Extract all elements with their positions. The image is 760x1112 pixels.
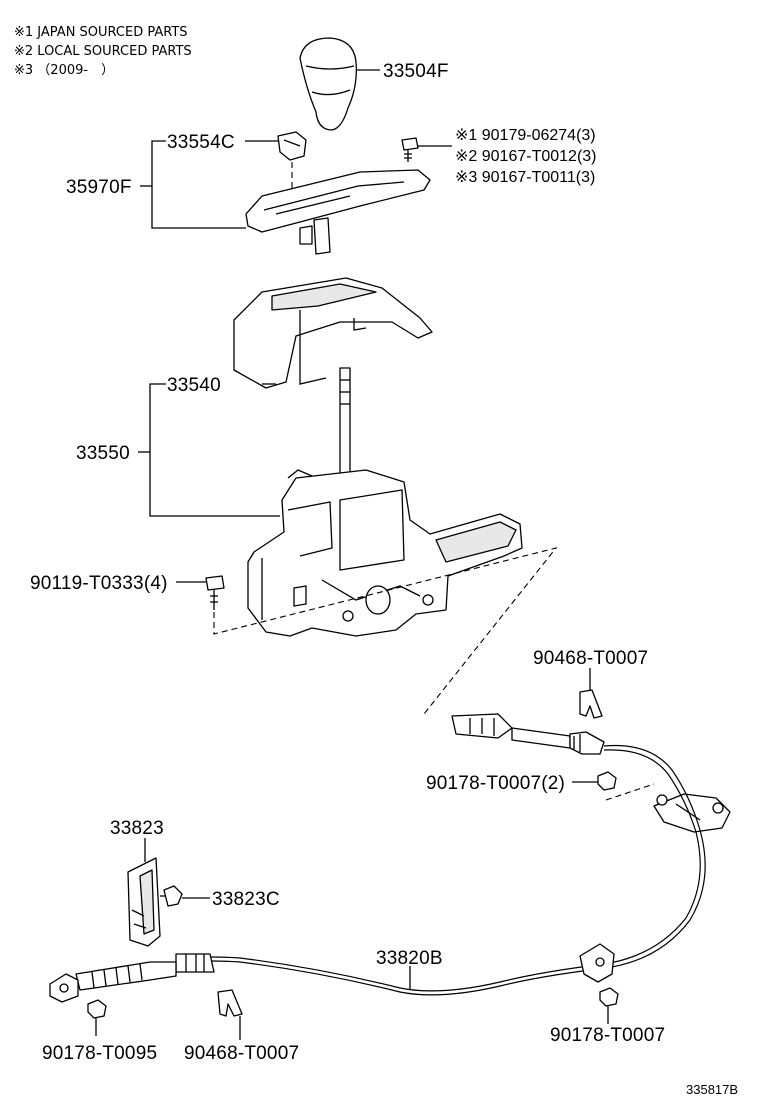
shift-cover	[233, 277, 433, 389]
nut-upper	[597, 771, 617, 791]
cable-bracket-left	[127, 857, 161, 947]
note-japan: ※1 JAPAN SOURCED PARTS	[14, 25, 188, 40]
callout-bolt: 90119-T0333(4)	[30, 573, 168, 594]
cable-end-lower	[49, 953, 215, 1003]
callout-knob: 33504F	[383, 61, 449, 82]
callout-screw-japan: ※1 90179-06274(3)	[455, 127, 596, 144]
screw	[401, 137, 419, 162]
shift-lever	[339, 367, 351, 489]
dash-nut-upper	[605, 783, 655, 801]
cable-clip-lower	[217, 989, 243, 1017]
bracket-bezel-group	[151, 140, 246, 229]
callout-cable: 33820B	[376, 948, 443, 969]
callout-nut-right: 90178-T0007	[550, 1025, 665, 1046]
note-2009: ※3 （2009- ）	[14, 63, 114, 78]
shift-lever-assy	[247, 469, 523, 637]
cable-bracket-right	[653, 793, 731, 833]
nut-left	[87, 999, 107, 1019]
callout-screw-2009: ※3 90167-T0011(3)	[455, 169, 595, 186]
cable-clamp-right	[579, 943, 615, 983]
callout-bezel: 35970F	[66, 177, 132, 198]
callout-cover: 33540	[167, 375, 221, 396]
bracket-pin	[160, 885, 183, 907]
callout-bracket: 33823	[110, 818, 164, 839]
bezel	[245, 169, 431, 255]
callout-clip-upper: 90468-T0007	[533, 648, 648, 669]
callout-shifter-assy: 33550	[76, 443, 130, 464]
callout-clip-top: 33554C	[167, 132, 235, 153]
callout-nut-upper: 90178-T0007(2)	[426, 773, 565, 794]
callout-pin: 33823C	[212, 889, 280, 910]
callout-screw-local: ※2 90167-T0012(3)	[455, 148, 597, 165]
callout-nut-left: 90178-T0095	[42, 1043, 157, 1064]
nut-right	[599, 987, 619, 1007]
figure-reference: 335817B	[686, 1082, 738, 1097]
bezel-clip	[277, 131, 307, 161]
note-local: ※2 LOCAL SOURCED PARTS	[14, 44, 192, 59]
dash-assy-mount	[213, 547, 558, 715]
callout-clip-lower: 90468-T0007	[184, 1043, 299, 1064]
bracket-assy-group	[149, 383, 280, 517]
mount-bolt	[205, 575, 225, 610]
shift-knob	[299, 37, 357, 131]
cable-end-upper	[451, 713, 605, 755]
cable-clip-upper	[579, 689, 603, 719]
